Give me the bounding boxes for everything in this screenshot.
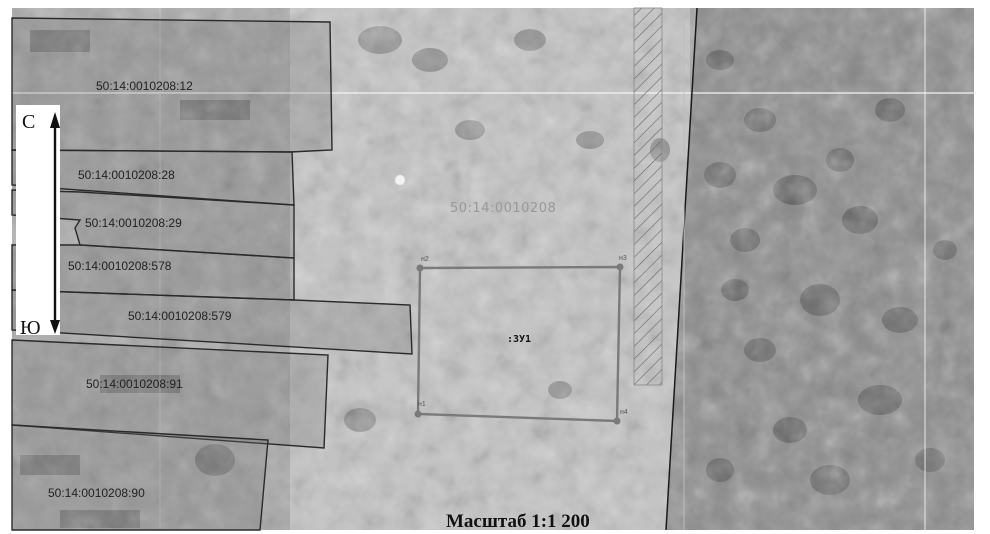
parcel-label-91: 50:14:0010208:91 xyxy=(86,377,183,391)
parcel-label-579: 50:14:0010208:579 xyxy=(128,309,232,323)
parcel-label-12: 50:14:0010208:12 xyxy=(96,79,193,93)
point-label-n3: н3 xyxy=(619,255,627,262)
parcel-label-28: 50:14:0010208:28 xyxy=(78,168,175,182)
road-boundary-line xyxy=(665,7,698,531)
vertex-marker xyxy=(414,410,422,418)
new-plot-zu1[interactable]: н1 н2 н3 н4 :ЗУ1 xyxy=(414,255,628,425)
vertex-marker xyxy=(616,263,624,271)
vertex-marker xyxy=(416,264,424,272)
point-label-n1: н1 xyxy=(418,401,426,408)
arrow-up-icon xyxy=(50,112,60,128)
parcels-layer xyxy=(11,17,413,531)
new-plot-label: :ЗУ1 xyxy=(507,334,531,345)
parcel-579[interactable] xyxy=(11,289,413,355)
compass-south: Ю xyxy=(20,317,41,339)
cadastral-block-label: 50:14:0010208 xyxy=(450,201,556,216)
parcel-label-29: 50:14:0010208:29 xyxy=(85,216,182,230)
vertex-marker xyxy=(613,417,621,425)
parcel-90[interactable] xyxy=(11,424,269,531)
parcel-91[interactable] xyxy=(11,339,329,449)
hatched-zone xyxy=(633,7,663,386)
parcel-label-578: 50:14:0010208:578 xyxy=(68,259,172,273)
parcel-12[interactable] xyxy=(11,17,333,153)
scale-label: Масштаб 1:1 200 xyxy=(446,511,590,532)
arrow-down-icon xyxy=(50,320,60,334)
north-arrow: С Ю xyxy=(16,105,60,339)
parcel-28[interactable] xyxy=(11,149,295,206)
parcel-label-90: 50:14:0010208:90 xyxy=(48,486,145,500)
point-label-n2: н2 xyxy=(421,256,429,263)
parcel-578[interactable] xyxy=(11,244,295,301)
point-label-n4: н4 xyxy=(620,409,628,416)
compass-north: С xyxy=(22,111,35,133)
